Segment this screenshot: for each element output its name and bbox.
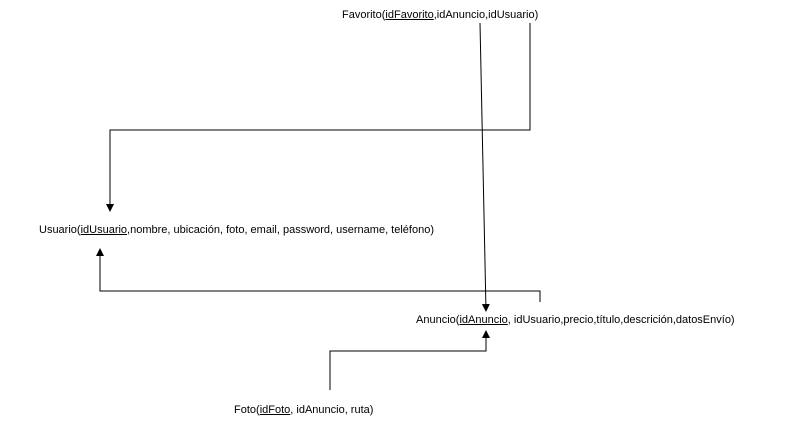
entity-attributes: , idUsuario,precio,título,descrición,dat… (507, 314, 735, 326)
primary-key: idFoto (259, 404, 291, 416)
entity-usuario[interactable]: Usuario(idUsuario,nombre, ubicación, fot… (39, 224, 434, 236)
edge-favorito-anuncio (479, 22, 490, 312)
entity-attributes: ,nombre, ubicación, foto, email, passwor… (127, 224, 434, 236)
edge-favorito-usuario (106, 23, 531, 212)
entity-name: Anuncio (416, 314, 456, 326)
entity-name: Usuario (39, 224, 77, 236)
entity-favorito[interactable]: Favorito(idFavorito,idAnuncio,idUsuario) (342, 9, 539, 21)
entity-name: Foto (234, 404, 257, 416)
primary-key: idFavorito (385, 9, 434, 21)
entity-foto[interactable]: Foto(idFoto, idAnuncio, ruta) (234, 404, 374, 416)
edge-foto-anuncio (329, 330, 490, 390)
primary-key: idAnuncio (459, 314, 508, 326)
entity-attributes: , idAnuncio, ruta) (290, 404, 374, 416)
entity-anuncio[interactable]: Anuncio(idAnuncio, idUsuario,precio,títu… (416, 314, 735, 326)
entity-name: Favorito (342, 9, 382, 21)
entity-attributes: ,idAnuncio,idUsuario) (433, 9, 539, 21)
primary-key: idUsuario (80, 224, 128, 236)
edge-anuncio-usuario (96, 248, 541, 302)
